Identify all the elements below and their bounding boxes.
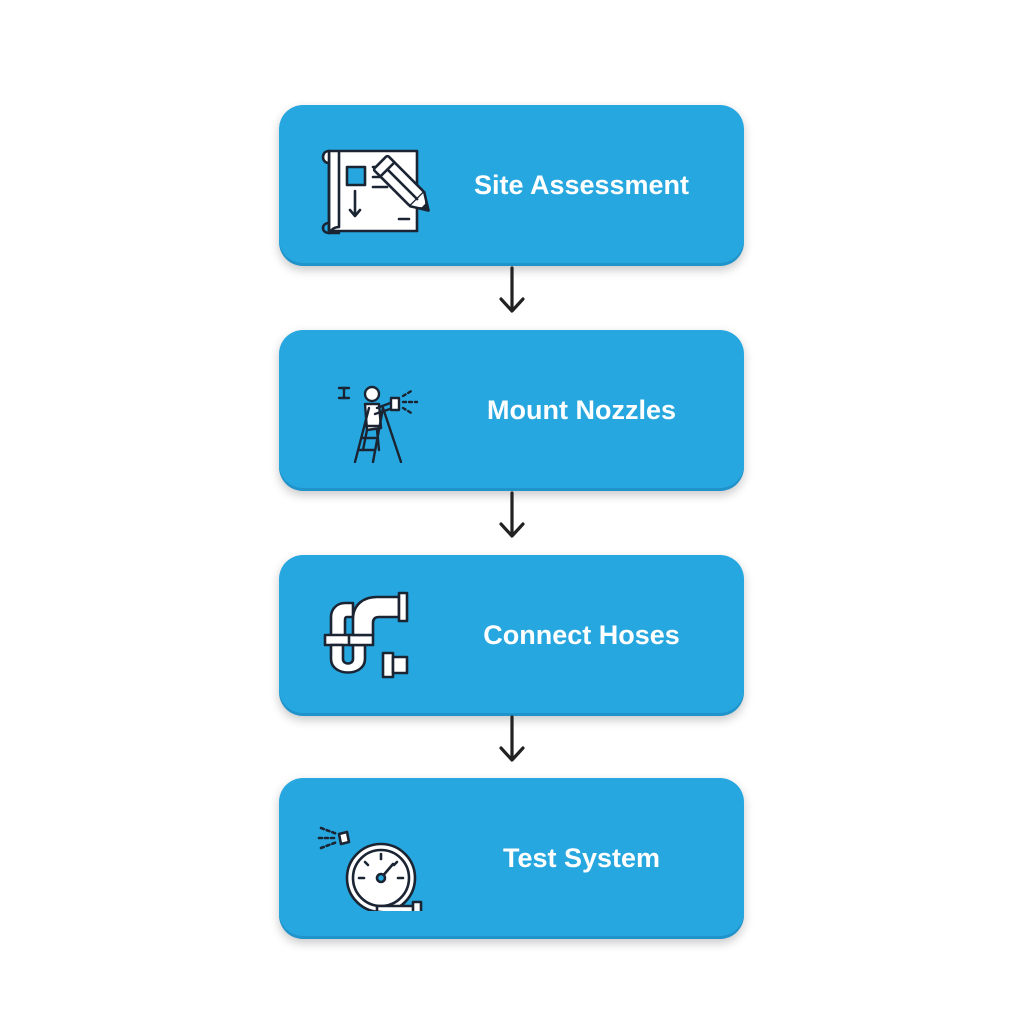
worker-on-ladder-icon xyxy=(317,358,435,463)
flow-arrow xyxy=(497,715,527,765)
step-label: Mount Nozzles xyxy=(487,395,676,425)
step-site-assessment: Site Assessment xyxy=(279,105,744,266)
step-connect-hoses: Connect Hoses xyxy=(279,555,744,716)
step-label: Test System xyxy=(502,843,661,873)
step-test-system: Test System xyxy=(279,778,744,939)
blueprint-pencil-icon xyxy=(317,133,435,238)
pressure-gauge-icon xyxy=(317,806,435,911)
flow-arrow xyxy=(497,491,527,541)
flow-arrow xyxy=(497,266,527,316)
step-label: Site Assessment xyxy=(473,170,690,200)
pipe-fittings-icon xyxy=(317,583,435,688)
step-mount-nozzles: Mount Nozzles xyxy=(279,330,744,491)
step-label: Connect Hoses xyxy=(483,620,680,650)
